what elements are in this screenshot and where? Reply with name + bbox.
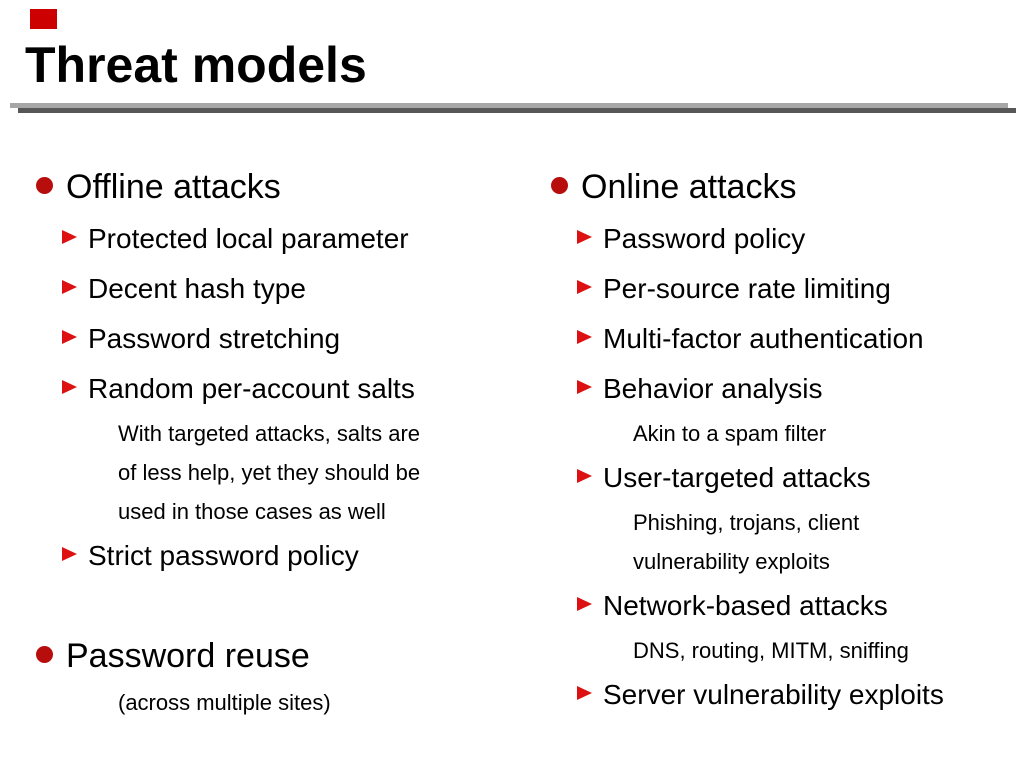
- triangle-bullet-icon: [62, 230, 77, 244]
- list-item: Decent hash type: [30, 264, 530, 314]
- list-item-text: Behavior analysis: [603, 373, 823, 404]
- list-item: Random per-account salts: [30, 364, 530, 414]
- red-corner-mark-icon: [30, 9, 57, 29]
- triangle-bullet-icon: [62, 280, 77, 294]
- list-item-text: Random per-account salts: [88, 373, 415, 404]
- triangle-bullet-icon: [577, 686, 592, 700]
- list-item-text: Multi-factor authentication: [603, 323, 924, 354]
- list-item-text: Decent hash type: [88, 273, 306, 304]
- title-divider: [10, 103, 1016, 113]
- list-item: Online attacks: [545, 160, 1020, 214]
- triangle-bullet-icon: [577, 280, 592, 294]
- slide-title: Threat models: [25, 37, 367, 93]
- list-item: Protected local parameter: [30, 214, 530, 264]
- list-item: (across multiple sites): [30, 683, 530, 722]
- list-item: DNS, routing, MITM, sniffing: [545, 631, 1020, 670]
- list-item-text: User-targeted attacks: [603, 462, 871, 493]
- triangle-bullet-icon: [577, 330, 592, 344]
- list-item: Behavior analysis: [545, 364, 1020, 414]
- divider-shadow: [18, 108, 1016, 113]
- list-item: User-targeted attacks: [545, 453, 1020, 503]
- list-item-text: Password policy: [603, 223, 806, 254]
- list-item: Strict password policy: [30, 531, 530, 581]
- triangle-bullet-icon: [577, 230, 592, 244]
- triangle-bullet-icon: [577, 380, 592, 394]
- list-item-text: Password stretching: [88, 323, 341, 354]
- list-item: Per-source rate limiting: [545, 264, 1020, 314]
- triangle-bullet-icon: [62, 380, 77, 394]
- list-item-text: of less help, yet they should be: [118, 459, 421, 485]
- list-item: Multi-factor authentication: [545, 314, 1020, 364]
- divider-highlight: [10, 103, 1008, 108]
- list-item-text: Phishing, trojans, client: [633, 509, 860, 535]
- triangle-bullet-icon: [62, 330, 77, 344]
- list-item-text: vulnerability exploits: [633, 548, 830, 574]
- list-item-text: Network-based attacks: [603, 590, 888, 621]
- list-item: Offline attacks: [30, 160, 530, 214]
- list-item: Password stretching: [30, 314, 530, 364]
- list-item-text: used in those cases as well: [118, 498, 386, 524]
- bullet-section: Password reuse (across multiple sites): [30, 629, 530, 722]
- list-item: of less help, yet they should be: [30, 453, 530, 492]
- list-item: used in those cases as well: [30, 492, 530, 531]
- disc-bullet-icon: [36, 176, 53, 194]
- list-item: Network-based attacks: [545, 581, 1020, 631]
- triangle-bullet-icon: [577, 469, 592, 483]
- disc-bullet-icon: [551, 176, 568, 194]
- triangle-bullet-icon: [577, 597, 592, 611]
- list-item-text: Password reuse: [66, 636, 310, 675]
- list-item-text: DNS, routing, MITM, sniffing: [633, 637, 909, 663]
- list-item-text: Offline attacks: [66, 167, 281, 206]
- list-item: Password policy: [545, 214, 1020, 264]
- triangle-bullet-icon: [62, 547, 77, 561]
- list-item-text: Protected local parameter: [88, 223, 409, 254]
- list-item-text: Server vulnerability exploits: [603, 679, 944, 710]
- list-item: Akin to a spam filter: [545, 414, 1020, 453]
- list-item-text: With targeted attacks, salts are: [118, 420, 421, 446]
- list-item: With targeted attacks, salts are: [30, 414, 530, 453]
- list-item-text: Per-source rate limiting: [603, 273, 891, 304]
- list-item-text: Strict password policy: [88, 540, 359, 571]
- list-item: Phishing, trojans, client: [545, 503, 1020, 542]
- list-item: vulnerability exploits: [545, 542, 1020, 581]
- list-item: Password reuse: [30, 629, 530, 683]
- list-item: Server vulnerability exploits: [545, 670, 1020, 720]
- list-item-text: (across multiple sites): [118, 689, 331, 715]
- list-item-text: Akin to a spam filter: [633, 420, 827, 446]
- list-item-text: Online attacks: [581, 167, 797, 206]
- disc-bullet-icon: [36, 645, 53, 663]
